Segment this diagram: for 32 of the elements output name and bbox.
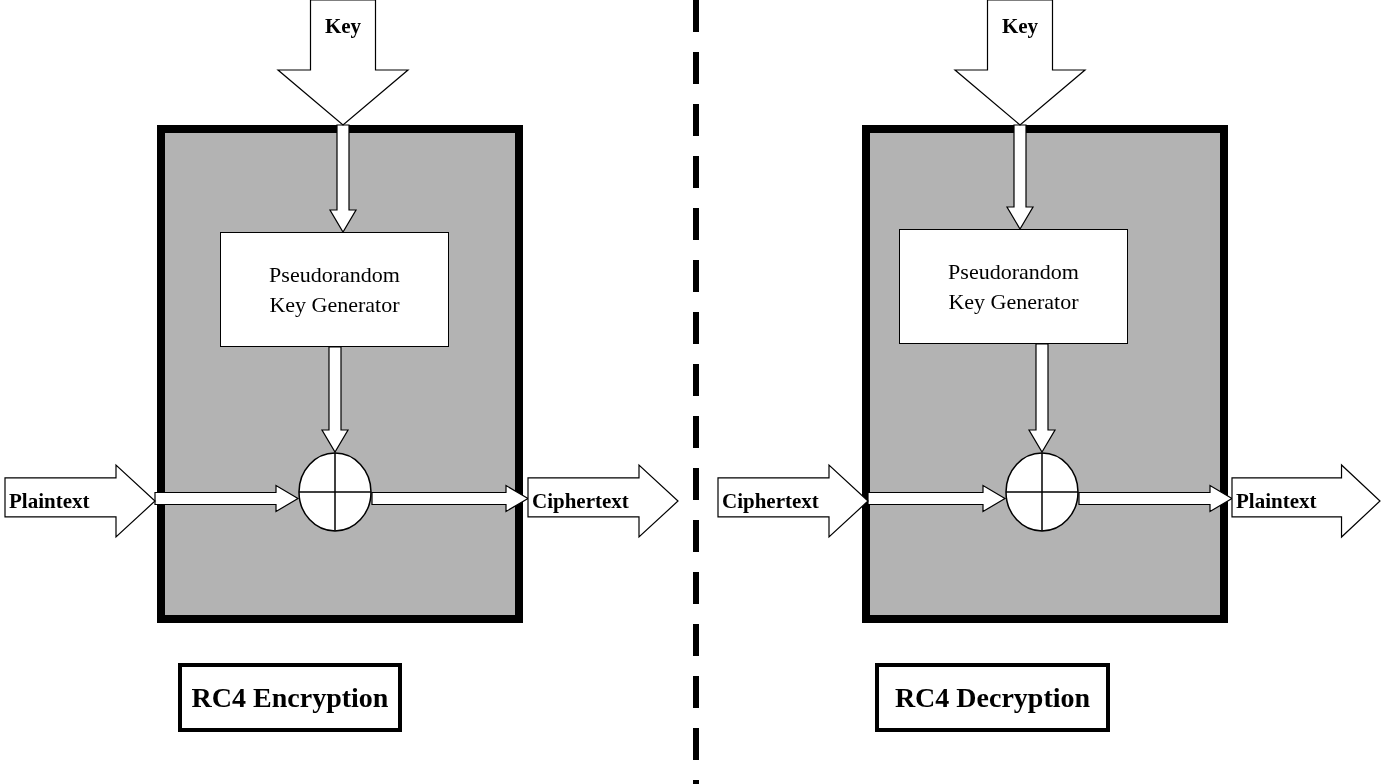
block-arrow <box>1232 465 1380 537</box>
node-text: RC4 Decryption <box>894 681 1091 714</box>
hollow-arrow <box>320 346 350 454</box>
node-text: RC4 Encryption <box>191 681 389 714</box>
block-arrow <box>955 0 1085 125</box>
arrow-label: Ciphertext <box>532 491 629 512</box>
arrow-label: Key <box>323 16 363 37</box>
hollow-arrow <box>1005 124 1035 231</box>
title-box <box>875 663 1110 732</box>
xor-symbol <box>1005 452 1079 532</box>
hollow-arrow <box>1078 484 1234 513</box>
node-text: Pseudorandom Key Generator <box>947 257 1080 316</box>
block-arrow <box>5 465 155 537</box>
process-box <box>899 229 1128 344</box>
block-arrow <box>528 465 678 537</box>
arrow-label: Plaintext <box>9 491 90 512</box>
block-arrow <box>718 465 868 537</box>
block-arrow <box>278 0 408 125</box>
hollow-arrow <box>328 124 358 234</box>
hollow-arrow <box>371 484 530 513</box>
arrow-label: Ciphertext <box>722 491 819 512</box>
hollow-arrow <box>1027 343 1057 454</box>
cipher-panel <box>862 125 1228 623</box>
process-box <box>220 232 449 347</box>
node-text: Pseudorandom Key Generator <box>268 260 401 319</box>
arrow-label: Key <box>1000 16 1040 37</box>
hollow-arrow <box>154 484 300 513</box>
xor-symbol <box>298 452 372 532</box>
arrow-label: Plaintext <box>1236 491 1317 512</box>
hollow-arrow <box>867 484 1007 513</box>
title-box <box>178 663 402 732</box>
cipher-panel <box>157 125 523 623</box>
